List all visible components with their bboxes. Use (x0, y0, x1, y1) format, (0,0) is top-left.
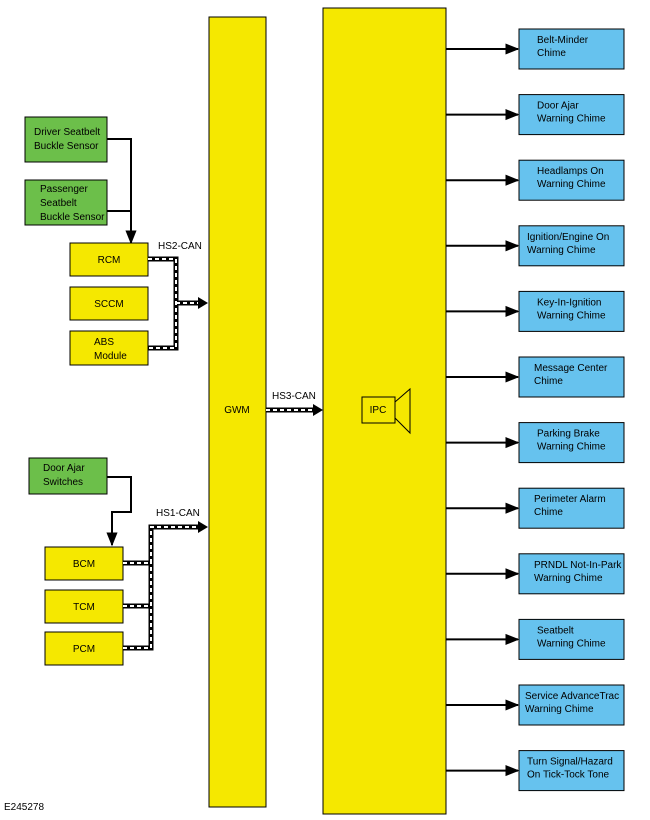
chime-label: Warning Chime (525, 704, 594, 715)
passenger-seatbelt-line1: Passenger (40, 184, 88, 195)
passenger-seatbelt-line3: Buckle Sensor (40, 212, 105, 223)
chime-label: On Tick-Tock Tone (527, 770, 610, 781)
chime-box (518, 225, 625, 267)
door-ajar-wire (106, 476, 132, 547)
chime-label: Service AdvanceTrac (525, 691, 619, 702)
abs-label-line1: ABS (94, 337, 114, 348)
hs2-can-bus (148, 256, 208, 351)
chime-label: Perimeter Alarm (534, 494, 606, 505)
passenger-seatbelt-line2: Seatbelt (40, 198, 77, 209)
chime-label: Chime (534, 376, 563, 387)
bcm-label: BCM (73, 559, 95, 570)
chime-label: Warning Chime (527, 245, 596, 256)
driver-seatbelt-line2: Buckle Sensor (34, 141, 99, 152)
chime-label: Warning Chime (534, 573, 603, 584)
hs1-can-label: HS1-CAN (156, 508, 200, 519)
chime-label: Chime (534, 507, 563, 518)
chime-label: Belt-Minder (537, 35, 589, 46)
chime-box (518, 618, 625, 660)
chime-box (518, 159, 625, 201)
tcm-label: TCM (73, 602, 95, 613)
door-ajar-line1: Door Ajar (43, 463, 85, 474)
sccm-label: SCCM (94, 299, 123, 310)
chime-label: Turn Signal/Hazard (527, 757, 613, 768)
figure-id: E245278 (4, 802, 44, 813)
bcm-box (44, 546, 124, 581)
hs1-can-bus (123, 521, 208, 651)
chime-box (518, 356, 625, 398)
chime-label: Chime (537, 48, 566, 59)
chime-label: Warning Chime (537, 442, 606, 453)
hs2-can-label: HS2-CAN (158, 241, 202, 252)
sccm-box (69, 286, 149, 321)
gwm-label: GWM (224, 405, 250, 416)
chime-label: Warning Chime (537, 114, 606, 125)
chime-label: Warning Chime (537, 179, 606, 190)
speaker-icon (394, 387, 411, 435)
driver-seatbelt-line1: Driver Seatbelt (34, 127, 100, 138)
passenger-seatbelt-sensor-box (24, 179, 108, 226)
driver-seatbelt-sensor-box (24, 116, 108, 163)
abs-label-line2: Module (94, 351, 127, 362)
chime-label: PRNDL Not-In-Park (534, 560, 622, 571)
ipc-inner-box (361, 396, 396, 424)
pcm-box (44, 631, 124, 666)
hs3-can-bus (266, 404, 323, 416)
chime-label: Message Center (534, 363, 608, 374)
chime-box (518, 487, 625, 529)
chime-box (518, 684, 625, 726)
chime-box (518, 94, 625, 136)
ipc-label: IPC (370, 405, 387, 416)
chime-label: Warning Chime (537, 638, 606, 649)
hs3-can-label: HS3-CAN (272, 391, 316, 402)
driver-seatbelt-wire (107, 138, 137, 245)
chime-label: Warning Chime (537, 310, 606, 321)
chime-box (518, 290, 625, 332)
chime-label: Parking Brake (537, 429, 600, 440)
chime-box (518, 553, 625, 595)
rcm-box (69, 242, 149, 277)
rcm-label: RCM (98, 255, 121, 266)
chime-label: Seatbelt (537, 625, 574, 636)
chime-box (518, 28, 625, 70)
chime-label: Key-In-Ignition (537, 297, 601, 308)
chime-box (518, 422, 625, 464)
door-ajar-line2: Switches (43, 477, 83, 488)
gwm-block (208, 16, 267, 808)
chime-label: Ignition/Engine On (527, 232, 609, 243)
chime-label: Door Ajar (537, 101, 579, 112)
abs-module-box (69, 330, 149, 366)
pcm-label: PCM (73, 644, 95, 655)
chime-label: Headlamps On (537, 166, 604, 177)
chime-box (518, 750, 625, 792)
